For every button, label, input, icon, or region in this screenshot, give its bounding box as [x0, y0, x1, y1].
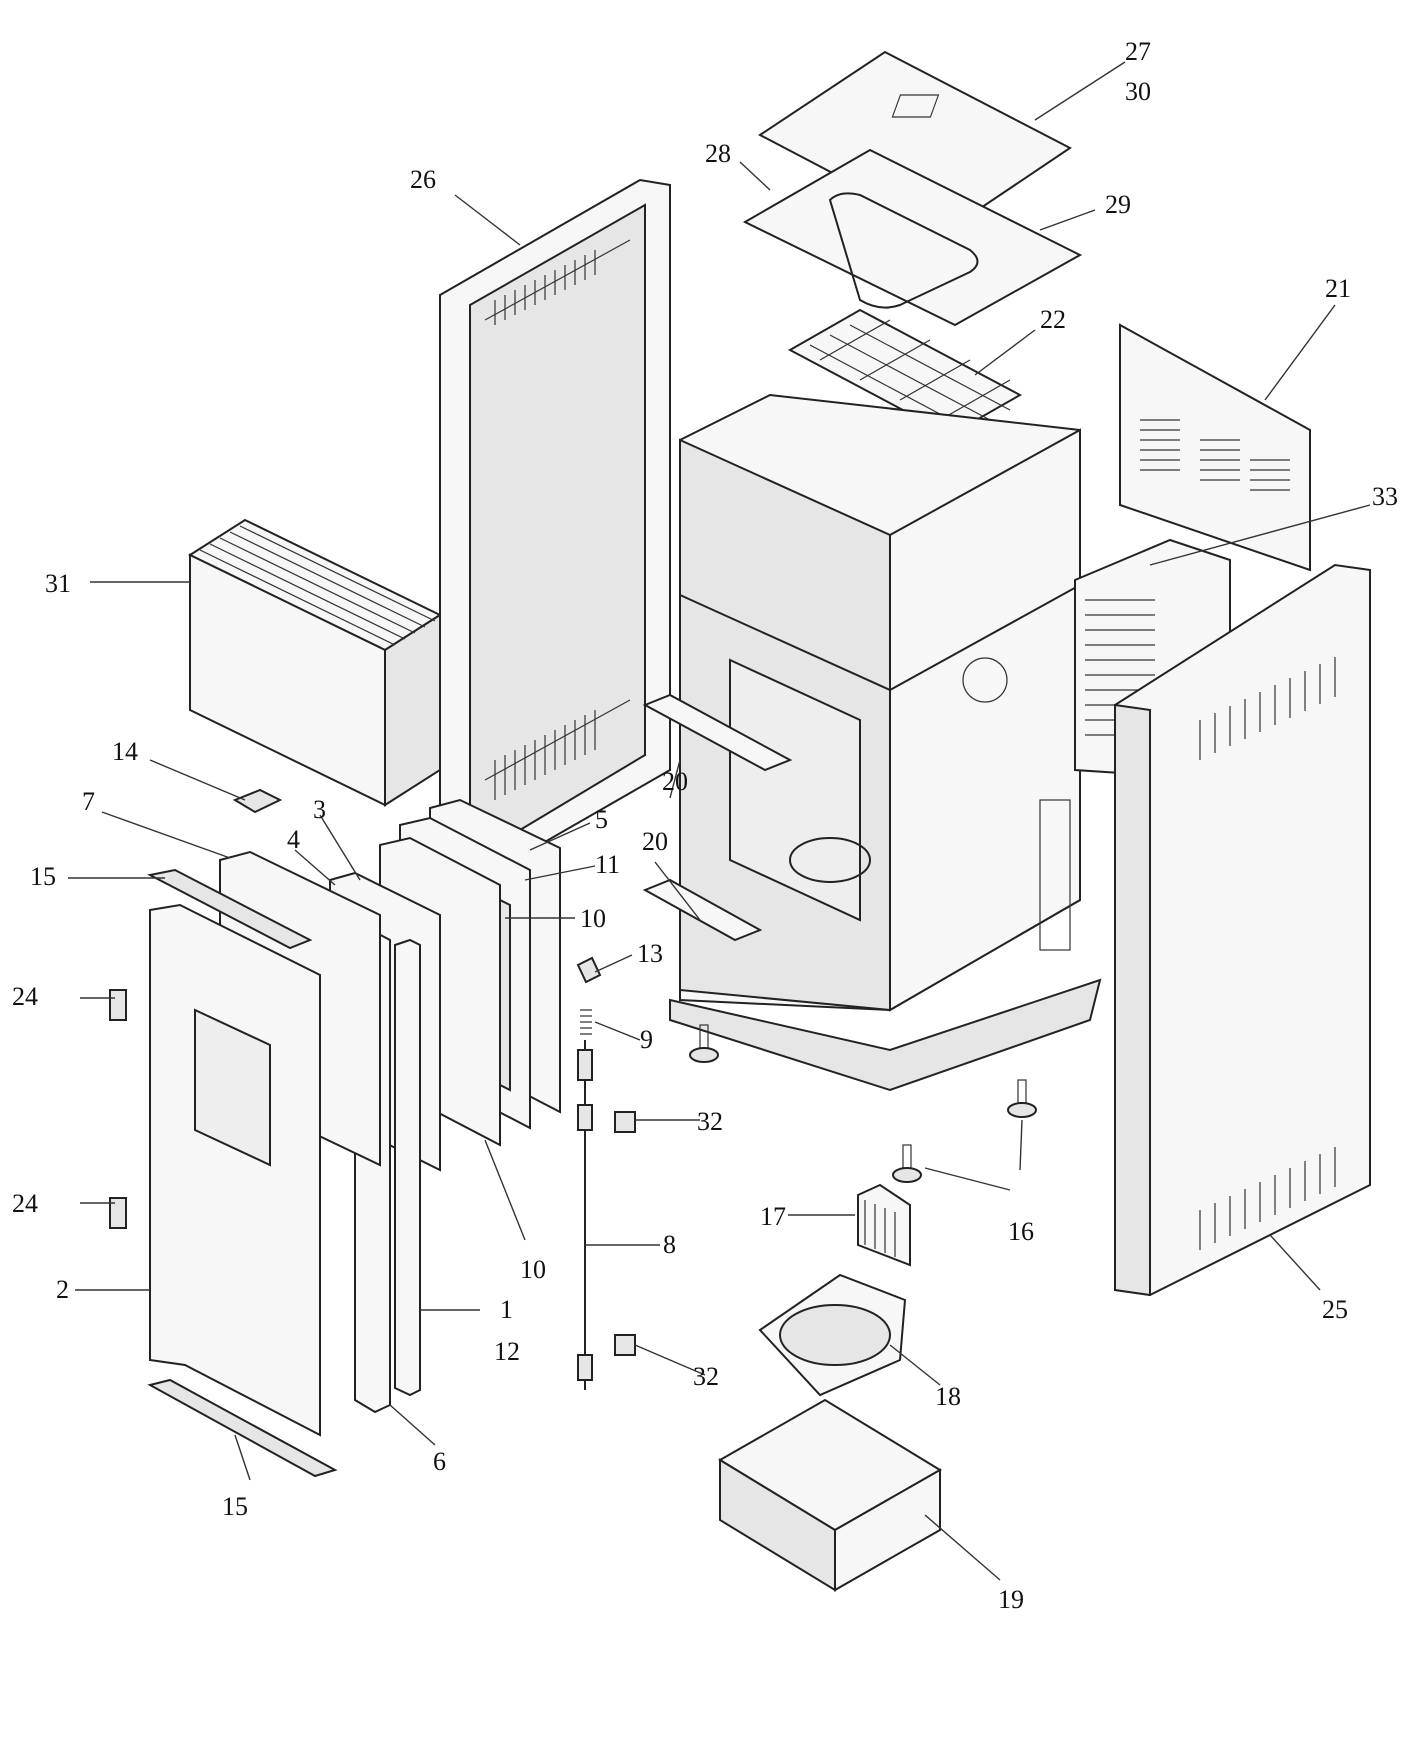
callout-33: 33: [1372, 482, 1398, 511]
grille-slats: [199, 525, 436, 646]
part-18-fan-plate: [758, 1273, 907, 1397]
callout-21: 21: [1325, 274, 1351, 303]
callout-24-top: 24: [12, 982, 38, 1011]
foot-right: [1007, 1079, 1037, 1118]
callout-17: 17: [760, 1202, 786, 1231]
part-32-hinges: [614, 1111, 636, 1356]
part-14-small-bracket: [232, 788, 283, 814]
callout-1: 1: [500, 1295, 513, 1324]
part-9-spring: [580, 1009, 592, 1035]
callout-18: 18: [935, 1382, 961, 1411]
callout-8: 8: [663, 1230, 676, 1259]
vent-slots: [494, 250, 596, 800]
callout-20-lower: 20: [662, 767, 688, 796]
callout-12: 12: [494, 1337, 520, 1366]
callout-20-upper: 20: [642, 827, 668, 856]
callout-10-upper: 10: [580, 904, 606, 933]
callout-3: 3: [313, 795, 326, 824]
part-15-bottom-trim: [147, 1378, 338, 1478]
foot-left: [689, 1024, 719, 1063]
part-8-door-rod: [577, 1040, 593, 1390]
callout-7: 7: [82, 787, 95, 816]
callout-5: 5: [595, 805, 608, 834]
callout-28: 28: [705, 139, 731, 168]
callout-22: 22: [1040, 305, 1066, 334]
part-13-latch: [576, 956, 602, 984]
callout-4: 4: [287, 825, 300, 854]
callout-31: 31: [45, 569, 71, 598]
callout-labels: 27 30 28 29 26 21 22 33 31 14 7 3 5 4 20…: [12, 37, 1398, 1614]
part-24-hinge-bottom: [109, 1197, 127, 1229]
callout-32-upper: 32: [697, 1107, 723, 1136]
callout-10-lower: 10: [520, 1255, 546, 1284]
part-28-top-plate: [742, 148, 1083, 327]
part-21-back-panel: [1119, 323, 1311, 572]
callout-24-bottom: 24: [12, 1189, 38, 1218]
callout-25: 25: [1322, 1295, 1348, 1324]
part-15-top-trim: [147, 868, 313, 950]
part-24-hinge-top: [109, 989, 127, 1021]
callout-16: 16: [1008, 1217, 1034, 1246]
part-31-grille-housing: [187, 518, 443, 807]
callout-9: 9: [640, 1025, 653, 1054]
part-1-profile: [394, 938, 421, 1397]
leader-lines: [68, 61, 1371, 1581]
callout-29: 29: [1105, 190, 1131, 219]
foot-front: [892, 1144, 922, 1183]
part-17-small-grille: [857, 1183, 911, 1267]
callout-13: 13: [637, 939, 663, 968]
part-22-top-grid: [787, 308, 1023, 437]
callout-2: 2: [56, 1275, 69, 1304]
part-19-ash-drawer: [718, 1398, 942, 1592]
part-2-glass-door: [149, 903, 321, 1437]
callout-11: 11: [595, 850, 620, 879]
callout-19: 19: [998, 1585, 1024, 1614]
callout-14: 14: [112, 737, 138, 766]
part-26-side-frame: [439, 178, 671, 887]
part-16-feet: [689, 1024, 1037, 1183]
part-25-right-side-panel: [1114, 563, 1371, 1297]
callout-30: 30: [1125, 77, 1151, 106]
part-20-brackets: [642, 693, 793, 942]
callout-32-lower: 32: [693, 1362, 719, 1391]
callout-15-bottom: 15: [222, 1492, 248, 1521]
stove-main-body: [669, 393, 1102, 1092]
callout-15-top: 15: [30, 862, 56, 891]
callout-6: 6: [433, 1447, 446, 1476]
callout-26: 26: [410, 165, 436, 194]
callout-27: 27: [1125, 37, 1151, 66]
